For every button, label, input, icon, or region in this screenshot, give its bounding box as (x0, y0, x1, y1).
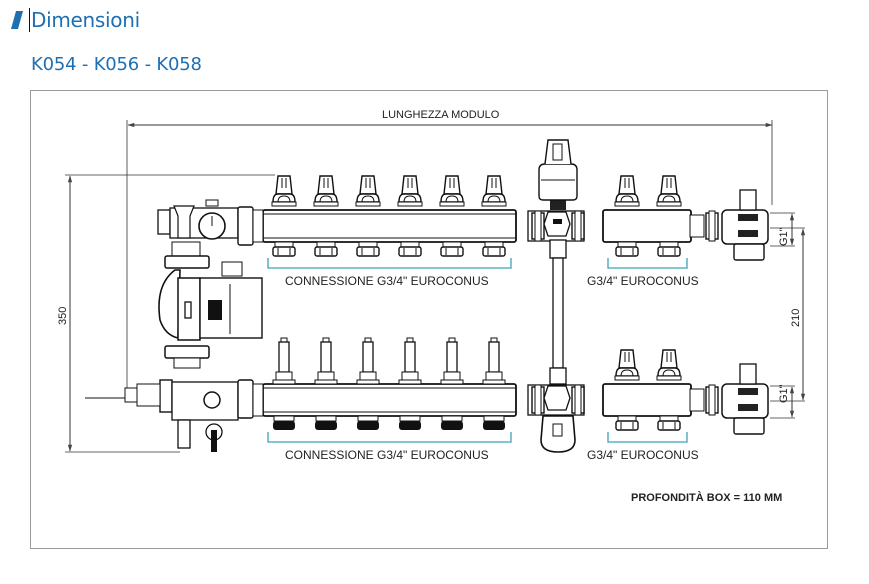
valve-knob (656, 175, 682, 207)
outlet-nut (440, 241, 464, 257)
flowmeter-stem (398, 337, 422, 385)
center-distance-label: 210 (790, 308, 802, 327)
flowmeter-stem (272, 337, 296, 385)
top-ball-valve (689, 189, 769, 261)
top-valve-knobs (271, 175, 507, 207)
top-manifold (262, 175, 517, 257)
flowmeter-stem (482, 337, 506, 385)
valve-knob (355, 175, 381, 207)
bottom-manifold (262, 337, 517, 431)
center-distance-dimension (770, 212, 806, 419)
top-extra-manifold (602, 175, 692, 257)
outlet-nut (398, 415, 422, 431)
outlet-nut (615, 241, 639, 257)
outlet-nut (615, 415, 639, 431)
valve-knob (271, 175, 297, 207)
valve-knob (656, 349, 682, 381)
bottom-outlet-nuts (272, 415, 506, 431)
outlet-nut (482, 241, 506, 257)
model-codes: K054 - K056 - K058 (31, 54, 202, 75)
bottom-g1-label: G1" (778, 384, 790, 403)
outlet-nut (314, 241, 338, 257)
outlet-nut (314, 415, 338, 431)
length-dimension (126, 120, 773, 390)
bottom-main-connection-label: CONNESSIONE G3/4" EUROCONUS (285, 448, 489, 462)
outlet-nut (440, 415, 464, 431)
outlet-nut (272, 415, 296, 431)
bottom-extra-connection-label: G3/4" EUROCONUS (587, 448, 699, 462)
valve-knob (481, 175, 507, 207)
outlet-nut (356, 241, 380, 257)
top-g1-label: G1" (778, 227, 790, 246)
flowmeter-stem (314, 337, 338, 385)
blue-slash-icon (11, 11, 23, 29)
valve-knob (614, 349, 640, 381)
height-dimension (65, 174, 275, 453)
valve-knob (397, 175, 423, 207)
length-label: LUNGHEZZA MODULO (382, 109, 500, 121)
flowmeter-stem (440, 337, 464, 385)
bypass-valve (527, 139, 585, 453)
outlet-nut (356, 415, 380, 431)
page-header: Dimensioni (10, 5, 140, 35)
valve-knob (313, 175, 339, 207)
valve-knob (439, 175, 465, 207)
pump-group (85, 199, 264, 452)
top-main-connection-label: CONNESSIONE G3/4" EUROCONUS (285, 274, 489, 288)
outlet-nut (398, 241, 422, 257)
box-depth-label: PROFONDITÀ BOX = 110 MM (631, 492, 783, 504)
height-dimension-label: 350 (57, 306, 69, 325)
outlet-nut (657, 415, 681, 431)
outlet-nut (482, 415, 506, 431)
outlet-nut (272, 241, 296, 257)
outlet-nut (657, 241, 681, 257)
connection-brackets (267, 258, 688, 443)
page-title: Dimensioni (31, 8, 140, 32)
valve-knob (614, 175, 640, 207)
flowmeter-stem (356, 337, 380, 385)
top-extra-connection-label: G3/4" EUROCONUS (587, 274, 699, 288)
bottom-ball-valve (689, 363, 769, 435)
text-cursor (29, 8, 30, 32)
top-outlet-nuts (272, 241, 506, 257)
bottom-flowmeter-stems (272, 337, 506, 385)
bottom-extra-manifold (602, 349, 692, 431)
